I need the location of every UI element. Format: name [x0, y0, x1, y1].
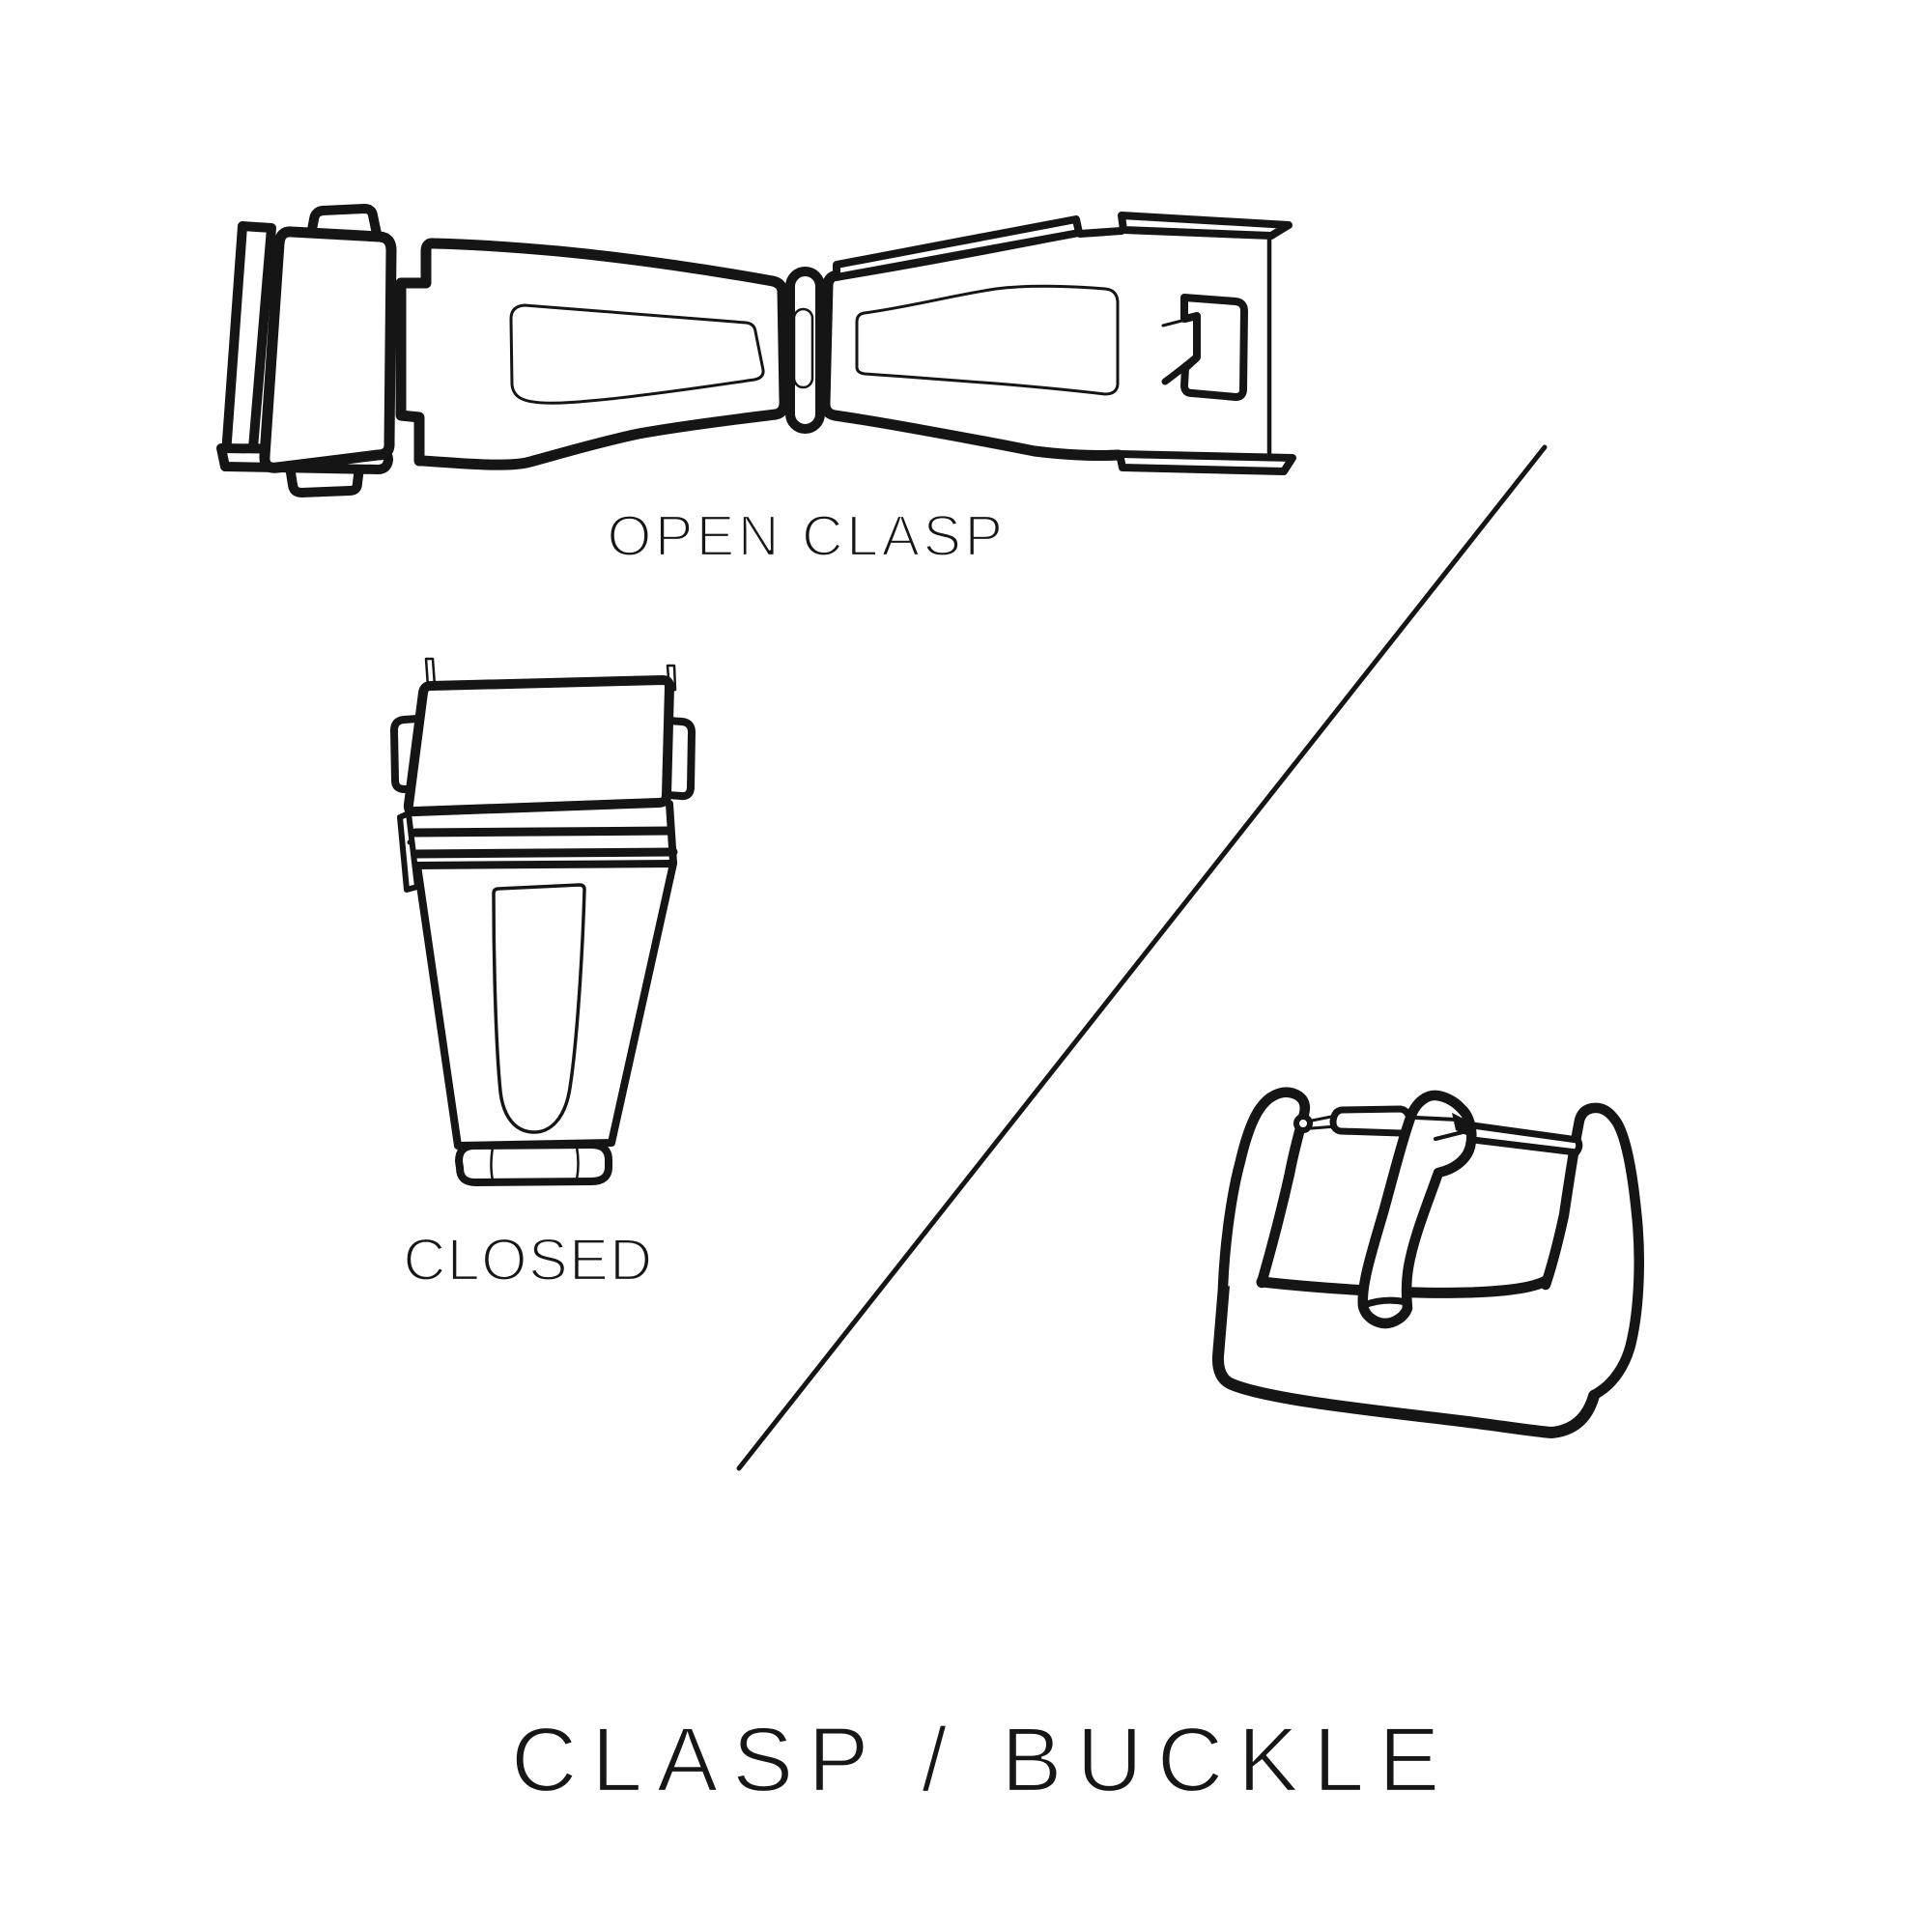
svg-text:CLOSED: CLOSED — [403, 1227, 653, 1293]
svg-text:OPEN CLASP: OPEN CLASP — [607, 504, 1006, 568]
svg-text:CLASP / BUCKLE: CLASP / BUCKLE — [511, 1709, 1454, 1811]
